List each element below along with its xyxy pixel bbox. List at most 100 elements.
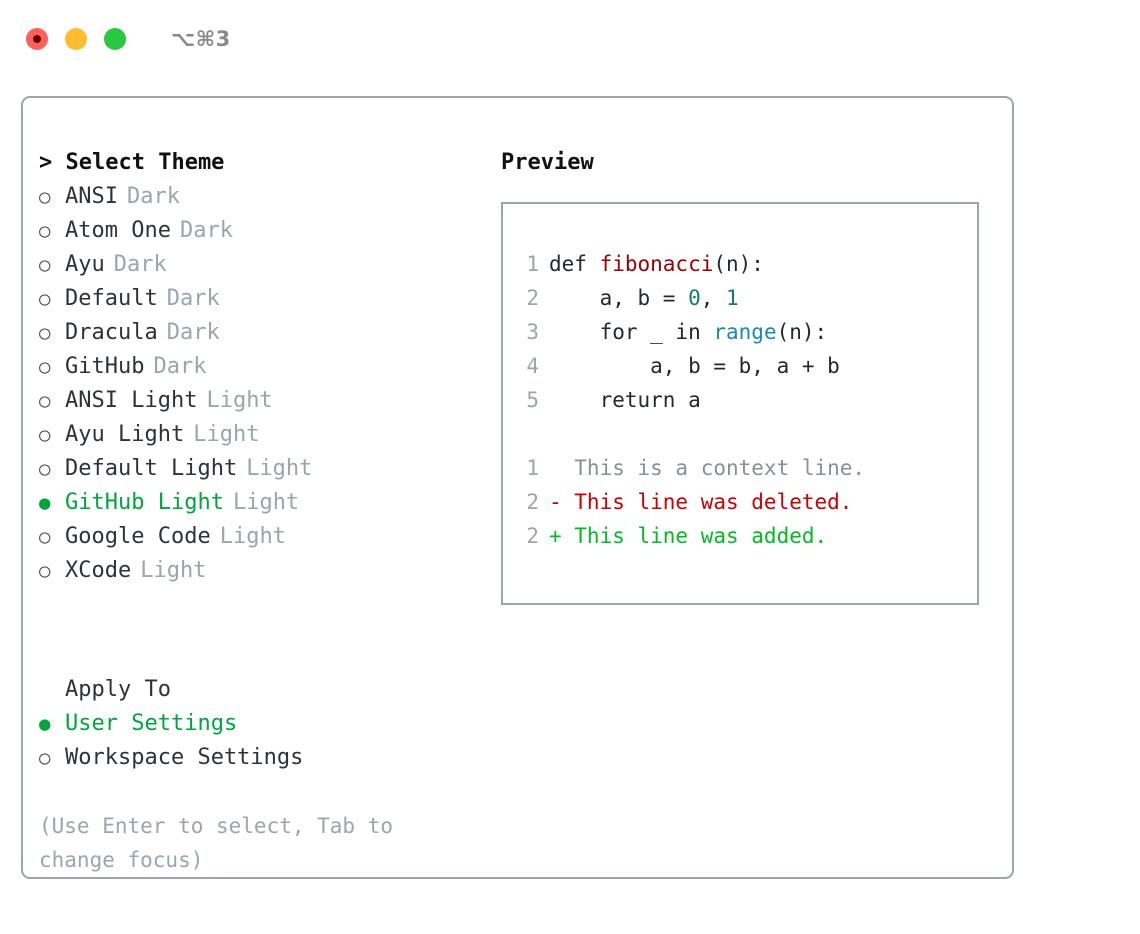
theme-option-label: Dracula bbox=[65, 320, 158, 345]
code-line: 5 return a bbox=[503, 383, 977, 417]
theme-option-variant-tag: Dark bbox=[166, 286, 220, 311]
diff-sample: 1 This is a context line. 2 - This line wa… bbox=[503, 451, 977, 553]
theme-option-ansi[interactable]: ○ ANSI Dark bbox=[39, 180, 499, 214]
theme-option-default-light[interactable]: ○ Default Light Light bbox=[39, 452, 499, 486]
code-line-content: def fibonacci(n): bbox=[549, 247, 764, 281]
apply-to-option-user-settings[interactable]: ● User Settings bbox=[39, 707, 499, 741]
theme-option-github-light[interactable]: ● GitHub Light Light bbox=[39, 486, 499, 520]
code-token: (n): bbox=[776, 320, 828, 344]
diff-line-content: + This line was added. bbox=[549, 524, 828, 548]
keyboard-shortcut-label: ⌥⌘3 bbox=[171, 27, 231, 51]
code-token: a, b = b, a + b bbox=[549, 354, 840, 378]
code-line: 4 a, b = b, a + b bbox=[503, 349, 977, 383]
theme-option-default[interactable]: ○ Default Dark bbox=[39, 282, 499, 316]
maximize-button[interactable] bbox=[104, 28, 126, 50]
theme-option-atom-one[interactable]: ○ Atom One Dark bbox=[39, 214, 499, 248]
theme-option-label: Default Light bbox=[65, 456, 238, 481]
theme-option-label: GitHub Light bbox=[65, 490, 224, 515]
code-line-number: 2 bbox=[526, 286, 539, 310]
radio-unselected-icon: ○ bbox=[39, 458, 51, 480]
theme-option-label: Atom One bbox=[65, 218, 171, 243]
code-line-number: 4 bbox=[526, 354, 539, 378]
theme-option-label: XCode bbox=[65, 558, 132, 583]
radio-unselected-icon: ○ bbox=[39, 747, 51, 769]
theme-option-label: ANSI Light bbox=[65, 388, 198, 413]
code-token: , bbox=[700, 286, 727, 310]
diff-line-number: 2 bbox=[526, 490, 539, 514]
theme-option-variant-tag: Dark bbox=[126, 184, 180, 209]
code-token: a, b = bbox=[549, 286, 689, 310]
theme-option-label: Default bbox=[65, 286, 158, 311]
diff-line-content: - This line was deleted. bbox=[549, 490, 853, 514]
theme-option-variant-tag: Dark bbox=[166, 320, 220, 345]
theme-option-dracula[interactable]: ○ Dracula Dark bbox=[39, 316, 499, 350]
theme-option-google-code[interactable]: ○ Google Code Light bbox=[39, 520, 499, 554]
select-theme-heading: > Select Theme bbox=[39, 150, 225, 175]
theme-option-ayu-light[interactable]: ○ Ayu Light Light bbox=[39, 418, 499, 452]
theme-option-variant-tag: Dark bbox=[179, 218, 233, 243]
code-token: return a bbox=[549, 388, 701, 412]
radio-selected-icon: ● bbox=[39, 713, 51, 735]
preview-title: Preview bbox=[501, 150, 594, 175]
theme-option-label: Ayu bbox=[65, 252, 105, 277]
code-line-number: 1 bbox=[526, 252, 539, 276]
code-token: 0 bbox=[688, 286, 701, 310]
code-line-number: 5 bbox=[526, 388, 539, 412]
diff-line-content: This is a context line. bbox=[549, 456, 866, 480]
minimize-button[interactable] bbox=[65, 28, 87, 50]
diff-line-number: 2 bbox=[526, 524, 539, 548]
radio-selected-icon: ● bbox=[39, 492, 51, 514]
theme-option-label: ANSI bbox=[65, 184, 118, 209]
apply-to-label: Apply To bbox=[65, 677, 171, 702]
apply-to-option-label: User Settings bbox=[65, 711, 238, 736]
traffic-light-group bbox=[26, 28, 126, 50]
theme-option-label: Google Code bbox=[65, 524, 211, 549]
help-hint-text: (Use Enter to select, Tab to change focu… bbox=[39, 814, 406, 872]
apply-to-panel: Apply To ● User Settings ○ Workspace Settin… bbox=[39, 673, 499, 775]
radio-unselected-icon: ○ bbox=[39, 390, 51, 412]
theme-option-variant-tag: Light bbox=[140, 558, 207, 583]
code-token: (n): bbox=[713, 252, 764, 276]
theme-option-variant-tag: Light bbox=[232, 490, 300, 515]
apply-to-option-workspace-settings[interactable]: ○ Workspace Settings bbox=[39, 741, 499, 775]
code-line-content: a, b = 0, 1 bbox=[549, 281, 739, 315]
close-button[interactable] bbox=[26, 28, 48, 50]
code-line-content: for _ in range(n): bbox=[549, 315, 828, 349]
radio-unselected-icon: ○ bbox=[39, 186, 51, 208]
theme-option-variant-tag: Light bbox=[246, 456, 313, 481]
radio-unselected-icon: ○ bbox=[39, 526, 51, 548]
title-bar: ⌥⌘3 bbox=[0, 0, 1140, 78]
radio-unselected-icon: ○ bbox=[39, 220, 51, 242]
code-token: range bbox=[713, 320, 777, 344]
code-token: for _ in bbox=[549, 320, 714, 344]
code-line-content: return a bbox=[549, 383, 701, 417]
theme-option-variant-tag: Light bbox=[219, 524, 286, 549]
diff-line-add: 2 + This line was added. bbox=[503, 519, 977, 553]
code-line: 3 for _ in range(n): bbox=[503, 315, 977, 349]
theme-option-label: Ayu Light bbox=[65, 422, 185, 447]
code-line-number: 3 bbox=[526, 320, 539, 344]
diff-line-number: 1 bbox=[526, 456, 539, 480]
code-diff-separator bbox=[503, 417, 977, 451]
radio-unselected-icon: ○ bbox=[39, 356, 51, 378]
diff-line-del: 2 - This line was deleted. bbox=[503, 485, 977, 519]
apply-to-option-label: Workspace Settings bbox=[65, 745, 304, 770]
radio-unselected-icon: ○ bbox=[39, 424, 51, 446]
radio-unselected-icon: ○ bbox=[39, 322, 51, 344]
code-line: 2 a, b = 0, 1 bbox=[503, 281, 977, 315]
theme-option-variant-tag: Light bbox=[193, 422, 260, 447]
radio-unselected-icon: ○ bbox=[39, 288, 51, 310]
theme-option-variant-tag: Dark bbox=[113, 252, 167, 277]
